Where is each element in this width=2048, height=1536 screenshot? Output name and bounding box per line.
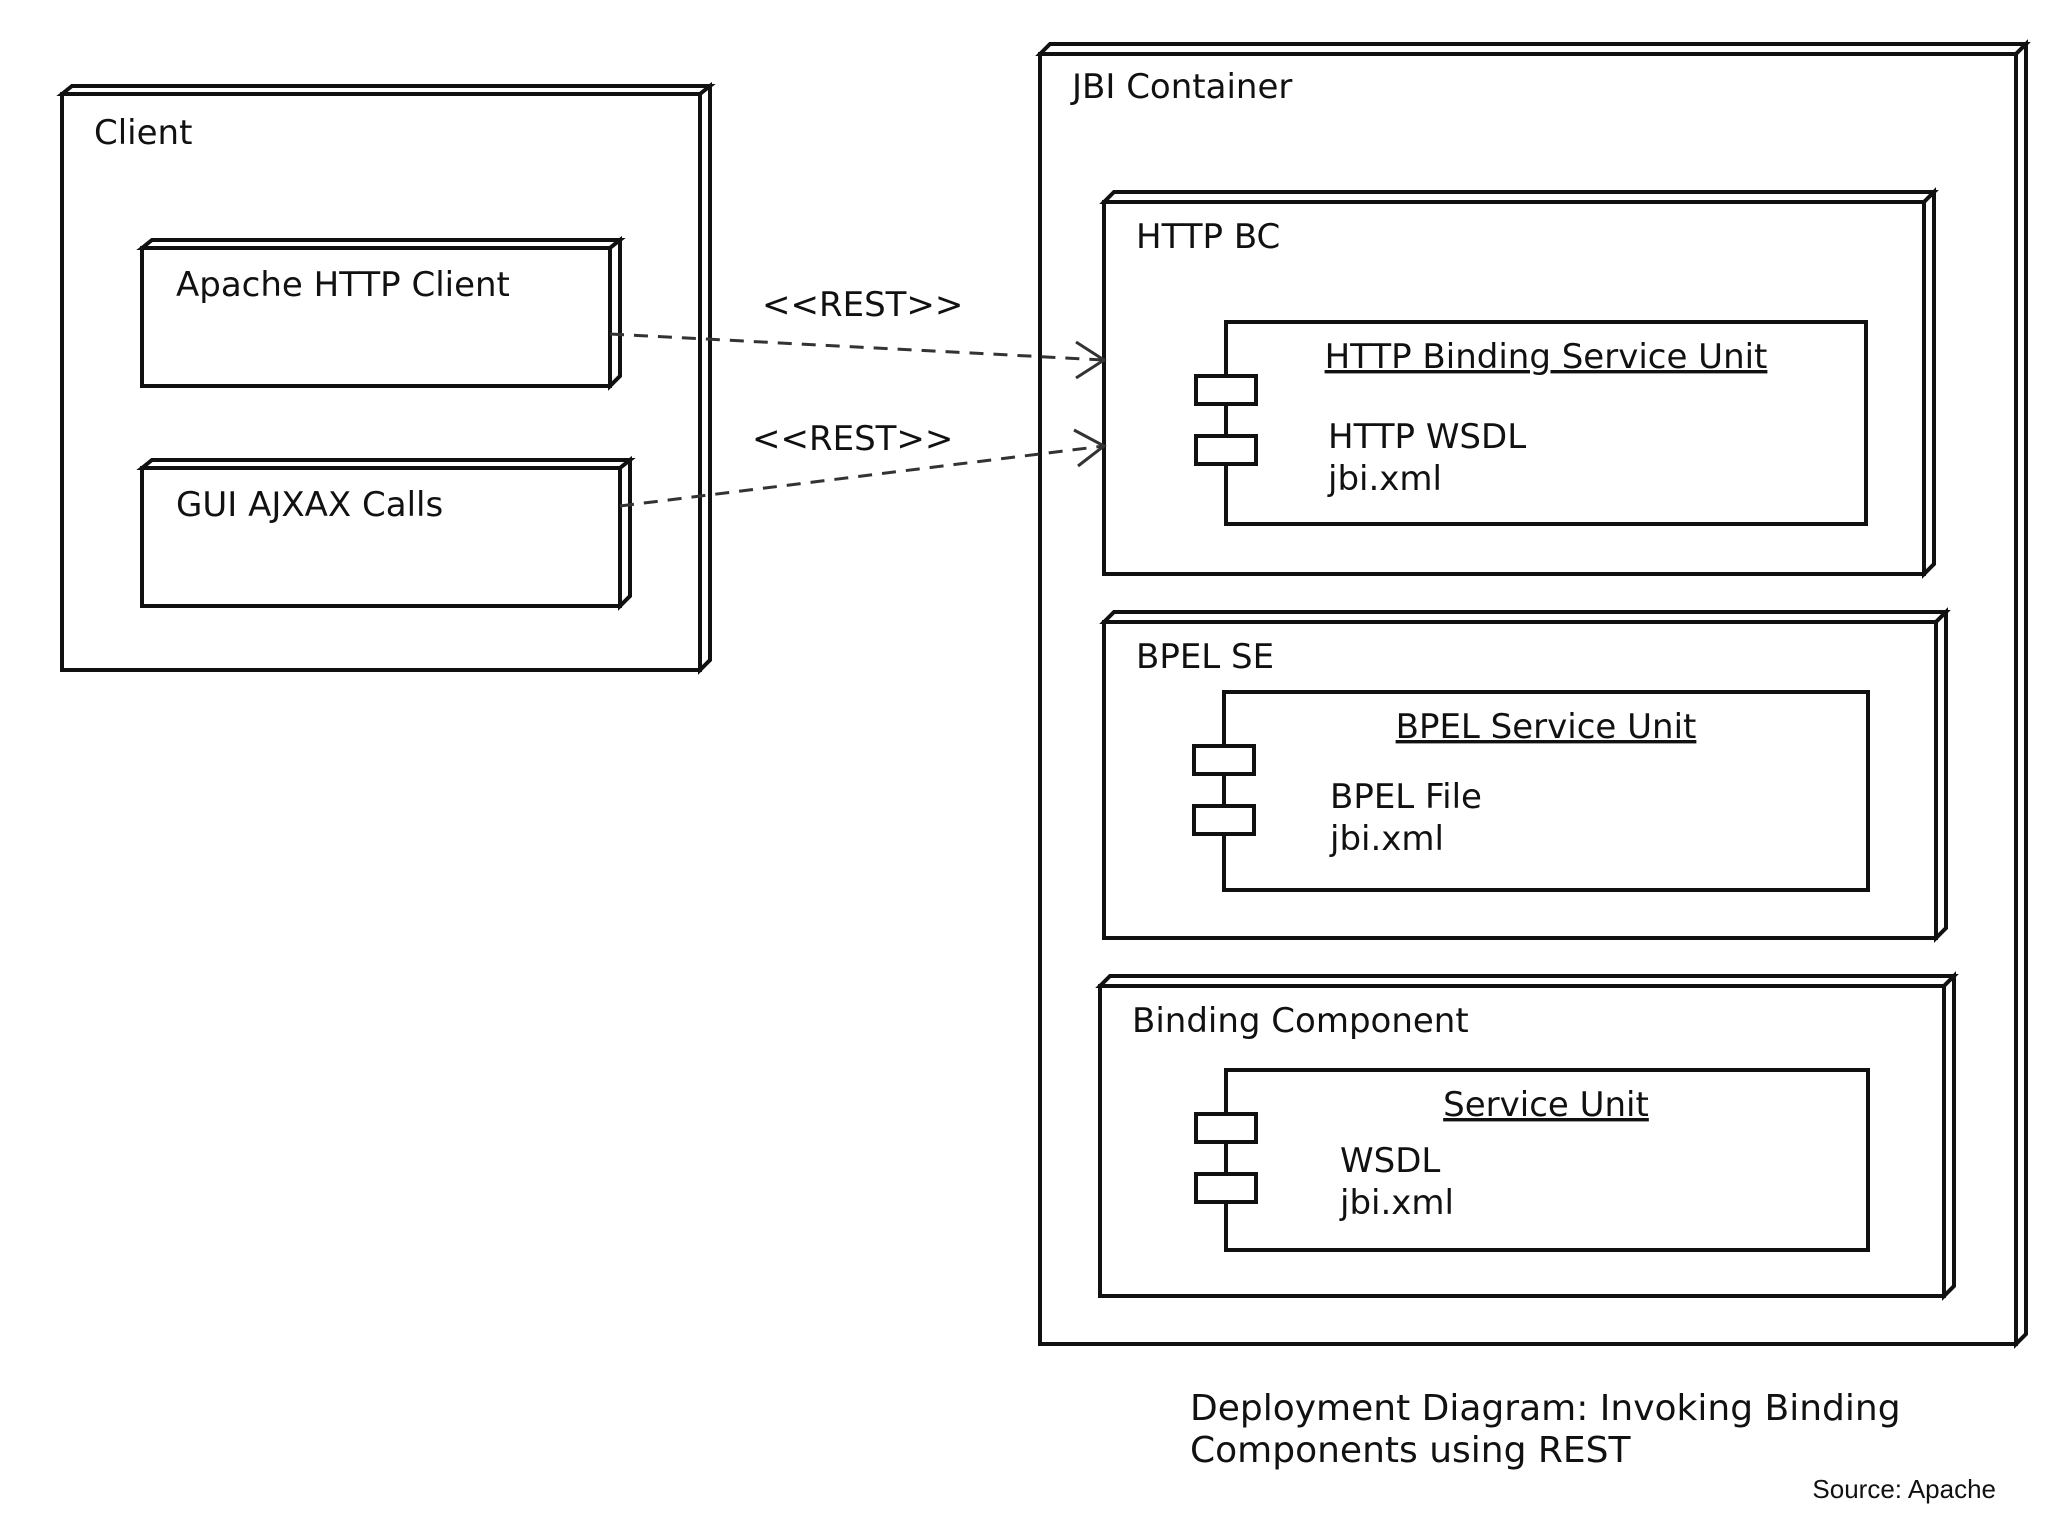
bpel-service-unit-name: BPEL Service Unit [1396,707,1697,747]
client-node-title: Client [94,113,192,153]
http-wsdl-artifact: HTTP WSDL [1328,417,1526,457]
gui-ajxax-calls-label: GUI AJXAX Calls [176,485,443,525]
http-jbi-xml-artifact: jbi.xml [1327,459,1442,499]
diagram-caption-line-2: Components using REST [1190,1430,1632,1471]
binding-component-title: Binding Component [1132,1001,1469,1041]
component-port-icon [1194,434,1258,466]
component-port-icon [1194,1172,1258,1204]
rest-label-1: <<REST>> [762,285,963,325]
component-port-icon [1192,744,1256,776]
service-unit: Service Unit WSDL jbi.xml [1194,1068,1870,1252]
service-unit-jbi-xml-artifact: jbi.xml [1339,1183,1454,1223]
diagram-caption-line-1: Deployment Diagram: Invoking Binding [1190,1388,1901,1429]
service-unit-name: Service Unit [1443,1085,1649,1125]
rest-connector-1: <<REST>> [609,285,1107,380]
http-binding-service-unit: HTTP Binding Service Unit HTTP WSDL jbi.… [1194,320,1868,526]
component-port-icon [1194,1112,1258,1144]
bpel-file-artifact: BPEL File [1330,777,1482,817]
http-bc-title: HTTP BC [1136,217,1280,257]
rest-label-2: <<REST>> [752,419,953,459]
apache-http-client-label: Apache HTTP Client [176,265,510,305]
http-binding-service-unit-name: HTTP Binding Service Unit [1325,337,1768,377]
bpel-se-component: BPEL SE BPEL Service Unit BPEL File jbi.… [1099,607,1951,943]
component-port-icon [1194,374,1258,406]
open-arrowhead-icon [1073,428,1107,468]
jbi-container-title: JBI Container [1070,67,1292,107]
source-note: Source: Apache [1812,1474,1996,1504]
binding-component: Binding Component Service Unit WSDL jbi.… [1095,971,1959,1301]
wsdl-artifact: WSDL [1340,1141,1440,1181]
component-port-icon [1192,804,1256,836]
http-bc-component: HTTP BC HTTP Binding Service Unit HTTP W… [1099,187,1939,579]
open-arrowhead-icon [1075,340,1107,380]
bpel-jbi-xml-artifact: jbi.xml [1329,819,1444,859]
rest-connector-2: <<REST>> [619,419,1107,508]
bpel-se-title: BPEL SE [1136,637,1274,677]
apache-http-client-node: Apache HTTP Client [136,235,626,391]
gui-ajxax-calls-node: GUI AJXAX Calls [136,455,636,611]
bpel-service-unit: BPEL Service Unit BPEL File jbi.xml [1192,690,1870,892]
